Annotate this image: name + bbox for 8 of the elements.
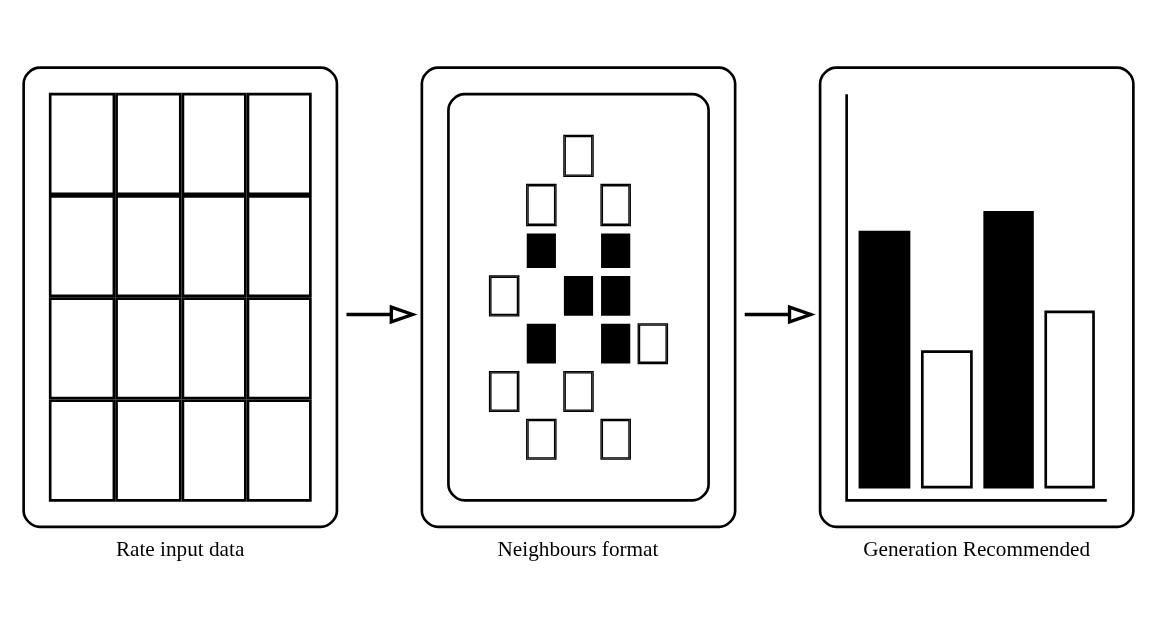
node-picture [22,66,339,529]
arrow [346,304,418,325]
node-label: Generation Recommended [863,536,1091,561]
node-label: Rate input data [115,536,245,561]
node-label: Neighbours format [497,536,659,561]
node-picture [420,66,737,529]
node-picture [818,66,1135,529]
arrow [744,304,816,325]
